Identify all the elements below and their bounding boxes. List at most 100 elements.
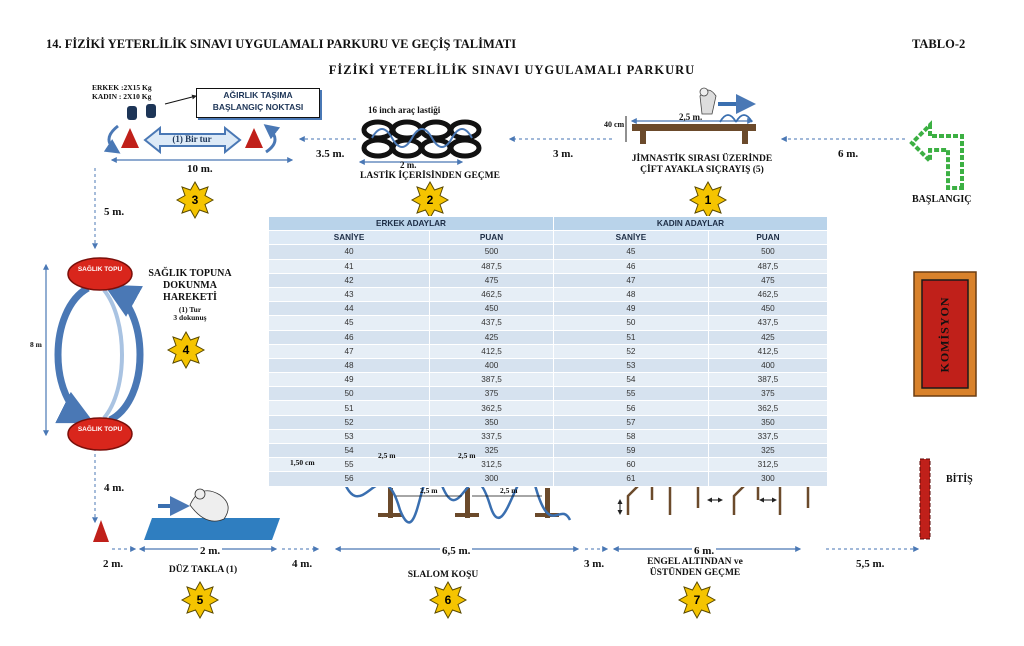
- table-cell: 43: [267, 286, 431, 303]
- diagram-title: FİZİKİ YETERLİLİK SINAVI UYGULAMALI PARK…: [328, 63, 696, 77]
- weight-start-line2: BAŞLANGIÇ NOKTASI: [212, 102, 304, 112]
- weights-men: ERKEK :2X15 Kg: [92, 83, 152, 92]
- commission-label-wrap: KOMİSYON: [914, 272, 976, 396]
- ball-label-top: SAĞLIK TOPU: [77, 266, 123, 273]
- group-men: ERKEK ADAYLAR: [268, 215, 554, 232]
- start-label: BAŞLANGIÇ: [912, 194, 972, 205]
- document-title: 14. FİZİKİ YETERLİLİK SINAVI UYGULAMALI …: [46, 37, 517, 51]
- col-women-points: PUAN: [707, 230, 829, 246]
- dist-s6-s7: 3 m.: [584, 558, 605, 570]
- table-cell: 500: [707, 244, 829, 260]
- table-cell: 400: [429, 357, 554, 374]
- col-men-points: PUAN: [429, 230, 554, 246]
- table-cell: 49: [267, 372, 431, 388]
- s2-length: 2 m.: [400, 160, 417, 170]
- s1-caption-2: ÇİFT AYAKLA SIÇRAYIŞ (5): [640, 165, 764, 175]
- table-cell: 46: [267, 329, 431, 345]
- table-cell: 337,5: [707, 428, 829, 445]
- s4-note: (1) Tur 3 dokunuş: [160, 305, 220, 323]
- table-cell: 42: [267, 272, 431, 288]
- s1-length: 2,5 m.: [679, 112, 703, 122]
- s2-caption: LASTİK İÇERİSİNDEN GEÇME: [360, 171, 500, 181]
- bench-height: 40 cm: [604, 120, 625, 129]
- medicine-ball-loop-icon: [54, 257, 144, 451]
- s6-caption: SLALOM KOŞU: [407, 570, 479, 580]
- table-cell: 312,5: [429, 457, 554, 473]
- table-cell: 337,5: [429, 428, 554, 445]
- table-cell: 46: [552, 258, 709, 274]
- start-arrow-icon: [909, 120, 964, 190]
- slalom-gap-4: 2,5 m: [500, 486, 518, 495]
- s7-caption-2: ÜSTÜNDEN GEÇME: [649, 568, 741, 578]
- slalom-gap-3: 2,5 m: [420, 486, 438, 495]
- loop-label: (1) Bir tur: [172, 134, 212, 144]
- table-cell: 50: [267, 386, 431, 402]
- s7-caption-1: ENGEL ALTINDAN ve: [647, 557, 743, 567]
- score-table: ERKEK ADAYLAR KADIN ADAYLAR SANİYE PUAN …: [267, 215, 829, 487]
- s6-length: 6,5 m.: [440, 545, 473, 557]
- station-number-6: 6: [445, 593, 452, 607]
- table-cell: 55: [552, 386, 709, 402]
- tyres-icon: [361, 119, 482, 159]
- table-cell: 50: [552, 315, 709, 331]
- station-number-3: 3: [192, 193, 199, 207]
- table-cell: 325: [707, 442, 829, 459]
- s4-caption-1: SAĞLIK TOPUNA: [148, 268, 232, 279]
- table-cell: 53: [267, 428, 431, 445]
- table-cell: 56: [552, 400, 709, 416]
- table-cell: 59: [552, 442, 709, 459]
- forward-roll-mat-icon: [93, 488, 280, 542]
- table-cell: 500: [429, 244, 554, 260]
- table-cell: 362,5: [707, 400, 829, 416]
- gymnastics-bench-icon: [625, 87, 756, 144]
- s7-length: 6 m.: [692, 545, 717, 557]
- table-cell: 375: [707, 386, 829, 402]
- s4-caption-3: HAREKETİ: [163, 292, 217, 303]
- commission-label: KOMİSYON: [937, 295, 952, 373]
- s4-note-1: (1) Tur: [178, 305, 202, 314]
- s4-caption-2: DOKUNMA: [163, 280, 217, 291]
- weights-women: KADIN : 2X10 Kg: [92, 92, 152, 101]
- table-cell: 387,5: [707, 372, 829, 388]
- weight-start-box: AĞIRLIK TAŞIMA BAŞLANGIÇ NOKTASI: [196, 88, 320, 118]
- dist-s4-s5: 4 m.: [104, 482, 125, 494]
- table-cell: 462,5: [707, 286, 829, 303]
- slalom-gap-1: 2,5 m: [378, 451, 396, 460]
- s4-side-length: 8 m: [30, 340, 42, 349]
- table-cell: 41: [267, 258, 431, 274]
- table-cell: 425: [429, 329, 554, 345]
- station-number-2: 2: [427, 193, 434, 207]
- dist-s5-s6: 4 m.: [292, 558, 313, 570]
- dist-before-s5: 2 m.: [103, 558, 124, 570]
- commission-box: [913, 271, 977, 397]
- table-code: TABLO-2: [912, 37, 966, 51]
- table-cell: 56: [267, 471, 431, 487]
- table-cell: 53: [552, 357, 709, 374]
- table-cell: 300: [707, 471, 829, 487]
- table-cell: 375: [429, 386, 554, 402]
- table-cell: 412,5: [429, 343, 554, 359]
- station-number-1: 1: [705, 193, 712, 207]
- dist-s7-finish: 5,5 m.: [856, 558, 885, 570]
- station-number-7: 7: [694, 593, 701, 607]
- table-cell: 57: [552, 414, 709, 430]
- table-cell: 312,5: [707, 457, 829, 473]
- dist-s1-s2: 3 m.: [553, 148, 574, 160]
- table-cell: 47: [267, 343, 431, 359]
- col-men-seconds: SANİYE: [267, 230, 431, 246]
- s5-length: 2 m.: [198, 545, 223, 557]
- table-cell: 58: [552, 428, 709, 445]
- ball-label-bottom: SAĞLIK TOPU: [77, 426, 123, 433]
- table-cell: 400: [707, 357, 829, 374]
- slalom-gap-2: 2,5 m: [458, 451, 476, 460]
- table-cell: 49: [552, 301, 709, 317]
